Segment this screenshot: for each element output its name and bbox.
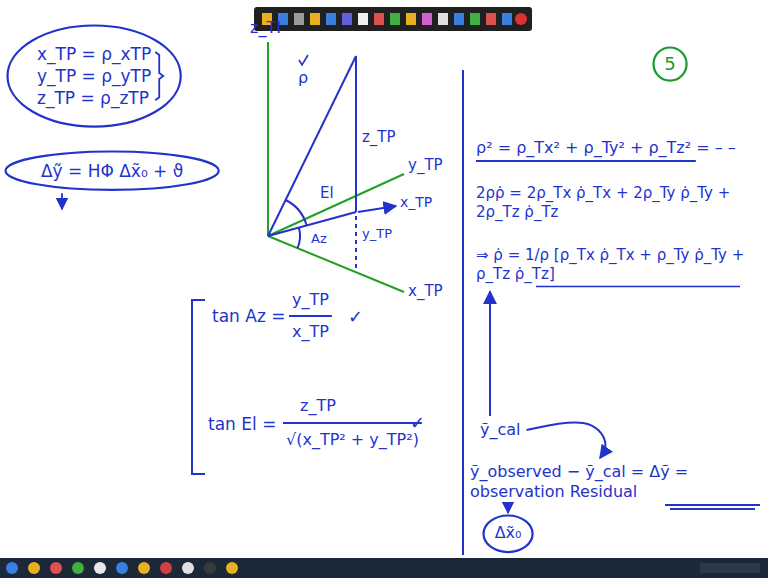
equation-text: tan El = (208, 414, 276, 435)
axis-label: x_TP (408, 282, 443, 301)
node-text: 5 (664, 52, 675, 75)
taskbar (0, 558, 768, 578)
node-text: y_TP = ρ_yTP (37, 65, 151, 87)
axis-label: y_TP (362, 226, 392, 242)
page-number-circle: 5 (652, 46, 688, 82)
pointer-arrow (489, 292, 491, 417)
equation-text: 2ρρ̇ = 2ρ_Tx ρ̇_Tx + 2ρ_Ty ρ̇_Ty + 2ρ_Tz… (476, 184, 760, 222)
node-text-block: Δx̃₀ (495, 523, 522, 544)
underline (476, 160, 696, 162)
angle-label: Az (311, 231, 327, 247)
range-symbol: ρ (298, 68, 308, 88)
fraction-numerator: y_TP (292, 290, 329, 310)
equation-ellipse: Δỹ = HΦ Δx̃₀ + ϑ (4, 150, 220, 191)
equation-text: ỹ_observed − ỹ_cal = Δỹ = observation Re… (470, 462, 760, 502)
circled-term: Δx̃₀ (482, 514, 534, 554)
underline (670, 508, 755, 510)
node-text: Δx̃₀ (495, 523, 522, 544)
node-text: x_TP = ρ_xTP (37, 43, 151, 65)
axis-label: x_TP (400, 194, 432, 212)
curly-brace (155, 52, 163, 100)
equation-text: ρ² = ρ_Tx² + ρ_Ty² + ρ_Tz² = – – (476, 138, 736, 158)
fraction-denominator: x_TP (292, 322, 329, 342)
pen-toolbar (254, 7, 532, 31)
underline (665, 504, 760, 506)
pointer-arrow (61, 193, 63, 209)
fraction-denominator: √(x_TP² + y_TP²) (286, 430, 419, 450)
equation-text: ỹ_cal (480, 420, 521, 440)
node-text-block: 5 (664, 52, 675, 75)
underline (536, 286, 740, 288)
angle-label: El (320, 184, 334, 203)
fraction-bar (283, 422, 422, 424)
equation-text: ⇒ ρ̇ = 1/ρ [ρ_Tx ρ̇_Tx + ρ_Ty ρ̇_Ty + ρ_… (476, 246, 760, 284)
curved-arrow (527, 422, 606, 458)
check-mark: ✓ (410, 412, 425, 435)
page-divider (462, 70, 464, 555)
equation-text: tan Az = (212, 306, 285, 327)
fraction-numerator: z_TP (300, 396, 336, 416)
axis-label: y_TP (408, 156, 443, 175)
pointer-arrow (507, 503, 509, 513)
fraction-bar (289, 315, 332, 317)
axis-label: z_TI (250, 18, 281, 38)
range-triangle (268, 55, 396, 270)
node-text-block: Δỹ = HΦ Δx̃₀ + ϑ (41, 160, 183, 182)
node-text-block: x_TP = ρ_xTPy_TP = ρ_yTPz_TP = ρ_zTP (37, 43, 151, 109)
node-text: z_TP = ρ_zTP (37, 87, 151, 109)
equation-ellipse: x_TP = ρ_xTPy_TP = ρ_yTPz_TP = ρ_zTP (6, 24, 182, 128)
axis-label: z_TP (362, 128, 396, 147)
bracket (192, 300, 205, 474)
node-text: Δỹ = HΦ Δx̃₀ + ϑ (41, 160, 183, 182)
check-mark: ✓ (348, 306, 363, 329)
coordinate-axes (268, 42, 404, 292)
